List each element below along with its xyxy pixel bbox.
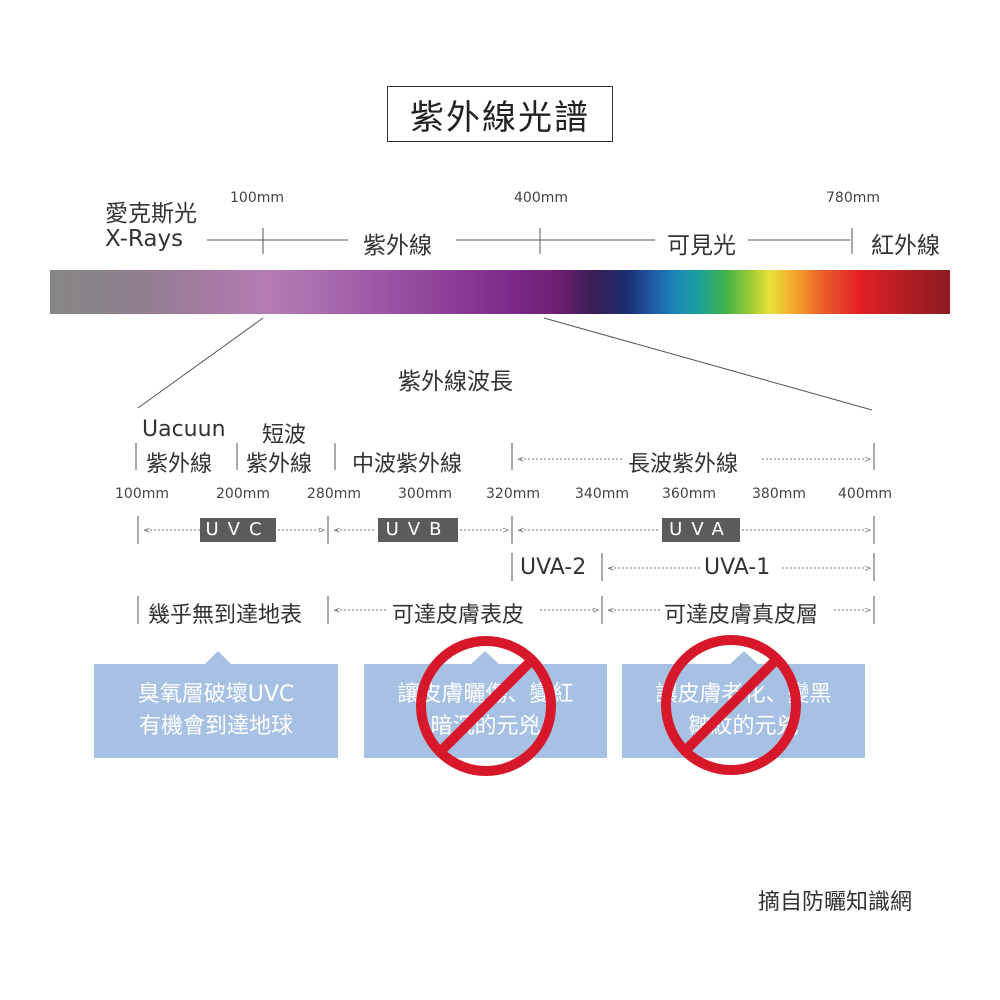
xray-label-en: X-Rays [105,226,184,252]
spectrum-bar [50,270,950,314]
tick-label: 380mm [752,486,806,502]
visible-light-label: 可見光 [667,233,736,259]
xray-label-cn: 愛克斯光 [105,201,197,227]
uva-effect-box: 讓皮膚老化、變黑 皺紋的元兇 [622,664,865,758]
svg-text:>: > [318,526,326,536]
subtitle: 紫外線波長 [398,369,513,395]
page-title: 紫外線光譜 [387,86,613,142]
uvc-effect-line-1: 臭氧層破壞UVC [137,682,295,707]
uva1-label: UVA-1 [704,555,771,580]
svg-text:<: < [517,526,525,536]
uvc-badge: UVC [200,518,276,542]
tick-label: 340mm [575,486,629,502]
medium-wave-label: 中波紫外線 [352,452,463,477]
svg-text:>: > [592,606,600,616]
svg-text:<: < [333,526,341,536]
uv-label: 紫外線 [363,233,432,259]
svg-text:<: < [333,606,341,616]
uvc-reach-label: 幾乎無到達地表 [148,603,303,628]
svg-text:<: < [143,526,151,536]
tick-label: 100mm [115,486,169,502]
uvb-badge: UVB [378,518,458,542]
prohibited-icon [416,636,556,776]
uvc-effect-line-2: 有機會到達地球 [138,714,293,739]
uvc-effect-box: 臭氧層破壞UVC 有機會到達地球 [94,664,338,758]
uva-badge: UVA [662,518,740,542]
uvb-reach-label: 可達皮膚表皮 [392,603,525,628]
tick-100mm-top: 100mm [230,190,284,206]
tick-label: 280mm [307,486,361,502]
tick-label: 300mm [398,486,452,502]
long-wave-label: 長波紫外線 [628,452,739,477]
svg-text:<: < [607,564,615,574]
uva2-label: UVA-2 [520,555,587,580]
infrared-label: 紅外線 [871,233,940,259]
svg-text:>: > [864,455,872,465]
svg-text:>: > [864,606,872,616]
tick-400mm-top: 400mm [514,190,568,206]
short-wave-label-1: 短波 [262,423,307,448]
svg-text:>: > [502,526,510,536]
uva-reach-label: 可達皮膚真皮層 [664,603,819,628]
svg-text:<: < [607,606,615,616]
prohibited-icon [661,635,801,775]
svg-text:>: > [864,526,872,536]
tick-label: 360mm [662,486,716,502]
short-wave-label-2: 紫外線 [246,452,313,477]
source-credit: 摘自防曬知識網 [758,890,913,915]
tick-780mm-top: 780mm [826,190,880,206]
tick-label: 200mm [216,486,270,502]
vacuum-uv-label-1: Uacuun [142,417,226,442]
uvb-effect-line-2: 暗沉的元兇 [430,714,541,739]
tick-label: 400mm [838,486,892,502]
tick-label: 320mm [486,486,540,502]
svg-text:>: > [864,564,872,574]
svg-text:<: < [517,455,525,465]
vacuum-uv-label-2: 紫外線 [146,452,213,477]
